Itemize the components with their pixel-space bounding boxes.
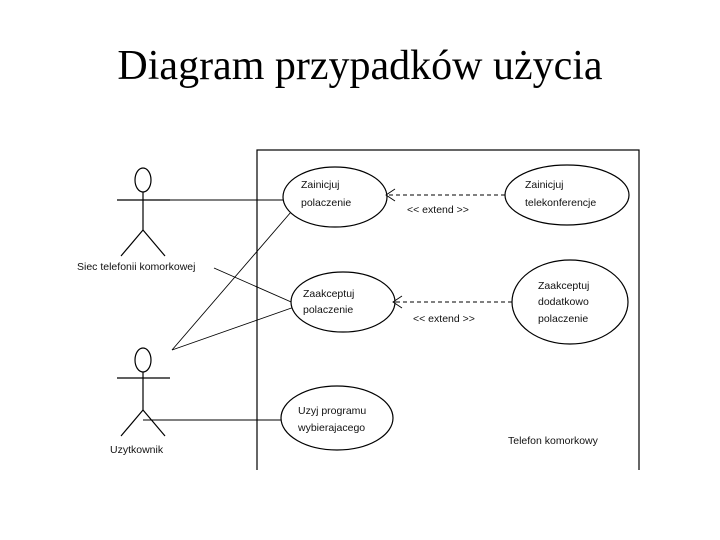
- use-case-accept-call: [290, 271, 396, 333]
- extend-arrowhead-additional: [392, 295, 403, 309]
- actor-network-label: Siec telefonii komorkowej: [77, 261, 195, 273]
- use-case-dialer-line1: Uzyj programu: [298, 405, 366, 417]
- actor-user: [117, 347, 170, 437]
- use-case-accept-additional-line3: polaczenie: [538, 313, 588, 325]
- use-case-accept-additional-line1: Zaakceptuj: [538, 280, 589, 292]
- extend-label-teleconference: << extend >>: [407, 204, 469, 216]
- use-case-initiate-call-line1: Zainicjuj: [301, 179, 340, 191]
- use-case-dialer: [280, 385, 394, 451]
- extend-label-additional: << extend >>: [413, 313, 475, 325]
- use-case-teleconference: [504, 164, 630, 226]
- actor-network: [117, 167, 170, 257]
- actor-user-label: Uzytkownik: [110, 444, 164, 456]
- use-case-teleconference-line1: Zainicjuj: [525, 179, 564, 191]
- use-case-accept-additional-line2: dodatkowo: [538, 296, 589, 308]
- use-case-initiate-call: [282, 166, 388, 228]
- use-case-dialer-line2: wybierajacego: [297, 422, 365, 434]
- use-case-teleconference-line2: telekonferencje: [525, 197, 596, 209]
- associations: [143, 199, 301, 421]
- diagram-title: Diagram przypadków użycia: [117, 43, 603, 89]
- use-case-accept-call-line1: Zaakceptuj: [303, 288, 354, 300]
- use-case-initiate-call-line2: polaczenie: [301, 197, 351, 209]
- extend-arrowhead-teleconference: [385, 188, 396, 202]
- system-label: Telefon komorkowy: [508, 435, 599, 447]
- use-case-accept-call-line2: polaczenie: [303, 304, 353, 316]
